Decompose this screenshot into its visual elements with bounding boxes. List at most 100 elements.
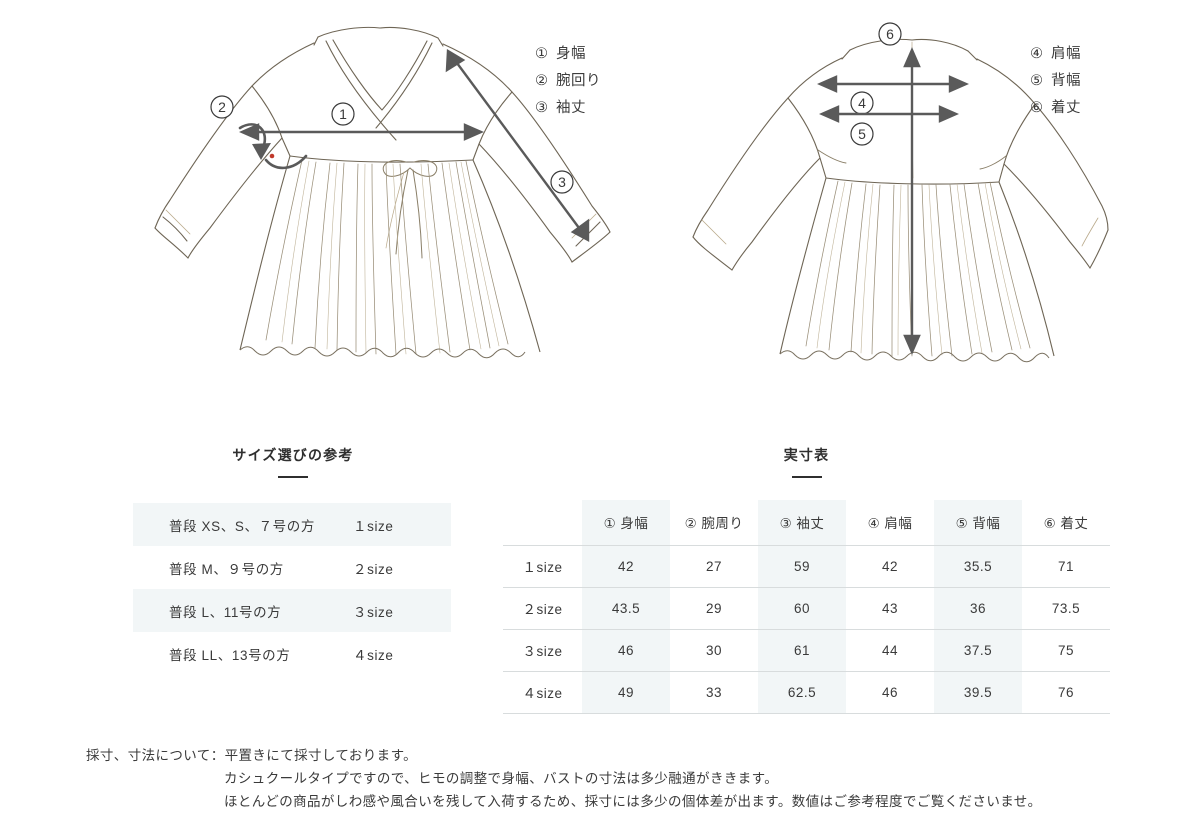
measure-label-6: 6 — [878, 22, 902, 46]
legend-front-item-3: ③ 袖丈 — [535, 95, 601, 122]
legend-front-label-2: 腕回り — [556, 73, 601, 89]
measure-arrow-3 — [445, 48, 590, 242]
measure-label-3: 3 — [550, 170, 574, 194]
legend-back-num-6: ⑥ — [1030, 100, 1044, 116]
legend-back-item-6: ⑥ 着丈 — [1030, 95, 1081, 122]
spec-col-header-5: ⑤ 背幅 — [934, 500, 1022, 545]
spec-cell: 43 — [846, 586, 934, 629]
spec-col-header-6: ⑥ 着丈 — [1043, 516, 1089, 532]
legend-back-num-4: ④ — [1030, 46, 1044, 62]
spec-cell: 60 — [758, 586, 846, 629]
front-dress-illustration: 1 2 3 — [154, 26, 611, 359]
legend-back-label-6: 着丈 — [1051, 100, 1081, 116]
note-line-2: カシュクールタイプですので、ヒモの調整で身幅、バストの寸法は多少融通がききます。 — [224, 771, 779, 786]
note-line-1: 採寸、寸法について：平置きにて採寸しております。 — [86, 748, 418, 763]
guide-desc: 普段 M、９号の方 — [169, 561, 284, 577]
legend-back: ④ 肩幅 ⑤ 背幅 ⑥ 着丈 — [1030, 41, 1081, 122]
spec-cell: 59 — [758, 544, 846, 587]
legend-front-num-2: ② — [535, 73, 549, 89]
svg-text:3: 3 — [558, 174, 566, 190]
back-dress-illustration: 4 5 6 — [692, 22, 1109, 363]
legend-front-num-3: ③ — [535, 100, 549, 116]
spec-cell: 76 — [1022, 670, 1110, 714]
table-row: １size 42 27 59 42 35.5 71 — [503, 544, 1110, 587]
svg-text:2: 2 — [218, 99, 226, 115]
legend-front-item-2: ② 腕回り — [535, 68, 601, 95]
spec-row-label: ３size — [503, 628, 582, 671]
svg-text:1: 1 — [339, 106, 347, 122]
measurement-table: ① 身幅 ② 腕周り ③ 袖丈 ④ 肩幅 ⑤ 背幅 ⑥ 着丈 １size 42 … — [503, 500, 1110, 714]
spec-table-title: 実寸表 — [503, 445, 1110, 478]
legend-back-label-4: 肩幅 — [1051, 46, 1081, 62]
guide-desc: 普段 L、11号の方 — [133, 589, 345, 632]
guide-desc: 普段 LL、13号の方 — [169, 647, 291, 663]
title-rule — [791, 476, 822, 478]
spec-cell: 61 — [758, 628, 846, 671]
measure-arrow-1 — [239, 123, 484, 141]
table-row: ３size 46 30 61 44 37.5 75 — [503, 628, 1110, 671]
guide-table-title: サイズ選びの参考 — [133, 445, 453, 478]
spec-cell: 42 — [582, 544, 670, 587]
measure-label-2: 2 — [210, 95, 234, 119]
measurement-notes: 採寸、寸法について：平置きにて採寸しております。 カシュクールタイプですので、ヒ… — [86, 744, 1042, 813]
spec-col-header-1: ① 身幅 — [582, 500, 670, 545]
spec-cell: 29 — [670, 586, 758, 629]
svg-text:5: 5 — [858, 126, 866, 142]
guide-table-title-text: サイズ選びの参考 — [232, 447, 354, 463]
spec-cell: 49 — [582, 670, 670, 714]
legend-front-label-3: 袖丈 — [556, 100, 586, 116]
spec-cell: 42 — [846, 544, 934, 587]
spec-cell: 46 — [582, 628, 670, 671]
table-row: 普段 M、９号の方 ２size — [133, 546, 451, 589]
table-row: ４size 49 33 62.5 46 39.5 76 — [503, 670, 1110, 714]
measure-arrow-4 — [817, 75, 969, 93]
spec-row-label: １size — [503, 544, 582, 587]
spec-cell: 62.5 — [758, 670, 846, 714]
legend-back-item-4: ④ 肩幅 — [1030, 41, 1081, 68]
measure-arrow-6 — [903, 47, 921, 355]
legend-back-num-5: ⑤ — [1030, 73, 1044, 89]
guide-size: ４size — [353, 647, 394, 663]
spec-cell: 37.5 — [934, 628, 1022, 671]
spec-cell: 73.5 — [1022, 586, 1110, 629]
spec-cell: 27 — [670, 544, 758, 587]
spec-cell: 30 — [670, 628, 758, 671]
spec-cell: 43.5 — [582, 586, 670, 629]
table-header-row: ① 身幅 ② 腕周り ③ 袖丈 ④ 肩幅 ⑤ 背幅 ⑥ 着丈 — [503, 500, 1110, 545]
spec-row-label: ２size — [503, 586, 582, 629]
table-row: 普段 XS、S、７号の方 １size — [133, 503, 451, 546]
measure-label-5: 5 — [850, 122, 874, 146]
size-guide-table: 普段 XS、S、７号の方 １size 普段 M、９号の方 ２size 普段 L、… — [133, 503, 451, 675]
title-rule — [278, 476, 308, 478]
spec-cell: 46 — [846, 670, 934, 714]
legend-back-label-5: 背幅 — [1051, 73, 1081, 89]
spec-col-header-4: ④ 肩幅 — [867, 516, 913, 532]
measure-arrow-2-head — [252, 143, 271, 160]
table-row: 普段 LL、13号の方 ４size — [133, 632, 451, 675]
spec-col-header-2: ② 腕周り — [684, 516, 744, 532]
measure-arrow-5 — [819, 105, 959, 123]
svg-text:4: 4 — [858, 95, 866, 111]
spec-cell: 75 — [1022, 628, 1110, 671]
spec-corner — [503, 500, 582, 545]
measure-label-1: 1 — [331, 102, 355, 126]
guide-size: １size — [345, 503, 451, 546]
spec-table-title-text: 実寸表 — [783, 447, 830, 463]
guide-size: ２size — [353, 561, 394, 577]
table-row: ２size 43.5 29 60 43 36 73.5 — [503, 586, 1110, 629]
spec-cell: 39.5 — [934, 670, 1022, 714]
spec-col-header-3: ③ 袖丈 — [758, 500, 846, 545]
spec-row-label: ４size — [503, 670, 582, 714]
spec-cell: 44 — [846, 628, 934, 671]
illustration-area: 1 2 3 — [154, 22, 1109, 363]
legend-back-item-5: ⑤ 背幅 — [1030, 68, 1081, 95]
spec-cell: 35.5 — [934, 544, 1022, 587]
spec-cell: 33 — [670, 670, 758, 714]
measure-label-4: 4 — [850, 91, 874, 115]
spec-cell: 36 — [934, 586, 1022, 629]
guide-size: ３size — [345, 589, 451, 632]
note-line-3: ほとんどの商品がしわ感や風合いを残して入荷するため、採寸には多少の個体差が出ます… — [224, 794, 1042, 809]
guide-desc: 普段 XS、S、７号の方 — [133, 503, 345, 546]
